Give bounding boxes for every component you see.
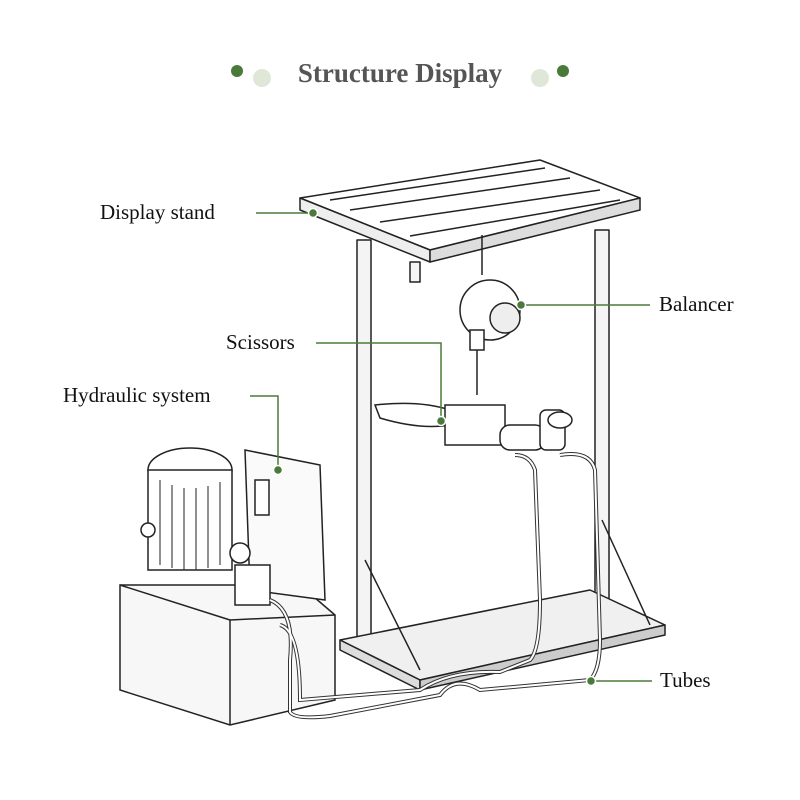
balancer-marker (515, 299, 527, 311)
scissors-leader (316, 342, 442, 421)
title-decoration-right (531, 65, 569, 87)
label-balancer: Balancer (659, 292, 734, 316)
title-decoration-left (231, 65, 271, 87)
scissors-illustration (373, 402, 573, 451)
tubes-marker (585, 675, 597, 687)
hydraulic-system-illustration (119, 447, 336, 726)
display-stand-marker (307, 207, 319, 219)
label-display-stand: Display stand (100, 200, 215, 224)
hydraulic-system-marker (272, 464, 284, 476)
label-tubes: Tubes (660, 668, 711, 692)
label-hydraulic-system: Hydraulic system (63, 383, 211, 407)
display-stand-frame (299, 159, 666, 691)
scissors-marker (435, 415, 447, 427)
page-title: Structure Display (297, 58, 503, 88)
balancer-illustration (459, 235, 521, 395)
label-scissors: Scissors (226, 330, 295, 354)
hydraulic-system-leader (250, 395, 279, 470)
